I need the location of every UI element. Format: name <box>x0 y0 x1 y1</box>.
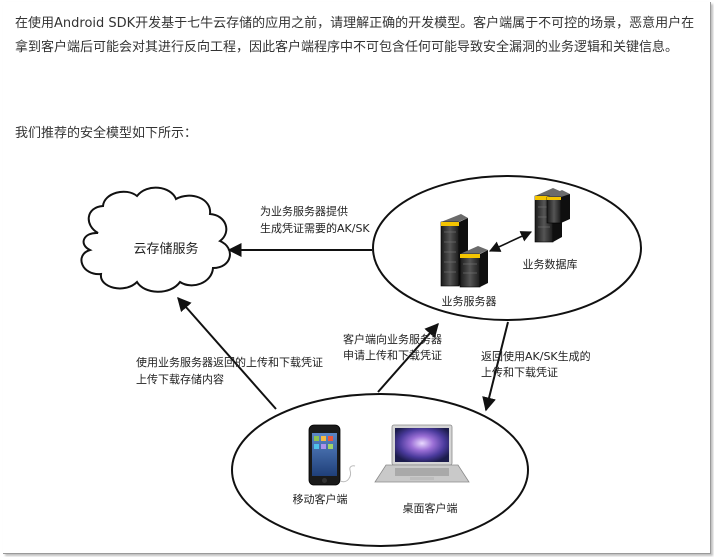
edge-label-line: 为业务服务器提供 <box>260 204 348 218</box>
business-server-node: 业务服务器 业务数据库 <box>372 175 642 321</box>
server-ellipse <box>372 175 642 321</box>
server-icon <box>459 246 488 288</box>
cloud-label: 云存储服务 <box>133 241 198 257</box>
arrow-server-to-client <box>482 321 509 412</box>
edge-client-to-cloud: 使用业务服务器返回的上传和下载凭证 上传下载存储内容 <box>136 296 323 410</box>
lead-paragraph: 我们推荐的安全模型如下所示： <box>15 126 198 141</box>
edge-server-to-cloud: 为业务服务器提供 生成凭证需要的AK/SK <box>227 204 372 257</box>
edge-label-line: 上传下载存储内容 <box>136 372 224 386</box>
business-server-label: 业务服务器 <box>442 295 497 308</box>
edge-label-line: 客户端向业务服务器 <box>343 332 442 346</box>
edge-label-line: 申请上传和下载凭证 <box>343 348 442 362</box>
cloud-icon <box>80 186 231 293</box>
database-server-icon <box>546 190 570 224</box>
mobile-client-label: 移动客户端 <box>293 492 348 506</box>
desktop-client-label: 桌面客户端 <box>403 501 458 515</box>
phone-icon <box>308 424 356 486</box>
edge-server-to-client: 返回使用AK/SK生成的 上传和下载凭证 <box>481 321 591 412</box>
edge-label-line: 生成凭证需要的AK/SK <box>260 221 370 235</box>
database-label: 业务数据库 <box>523 257 578 271</box>
client-ellipse <box>231 393 529 547</box>
laptop-icon <box>374 424 470 483</box>
arrow-client-to-server <box>377 322 439 393</box>
intro-paragraph: 在使用Android SDK开发基于七牛云存储的应用之前，请理解正确的开发模型。… <box>15 16 695 55</box>
edge-client-to-server: 客户端向业务服务器 申请上传和下载凭证 <box>343 322 442 393</box>
cloud-storage-node: 云存储服务 <box>80 186 231 293</box>
client-node: 移动客户端 桌面客户端 <box>231 393 529 547</box>
arrow-client-to-cloud <box>177 296 277 410</box>
edge-label-line: 使用业务服务器返回的上传和下载凭证 <box>136 355 323 369</box>
edge-label-line: 返回使用AK/SK生成的 <box>481 349 591 363</box>
edge-label-line: 上传和下载凭证 <box>481 365 558 379</box>
server-database-arrow <box>488 231 533 252</box>
